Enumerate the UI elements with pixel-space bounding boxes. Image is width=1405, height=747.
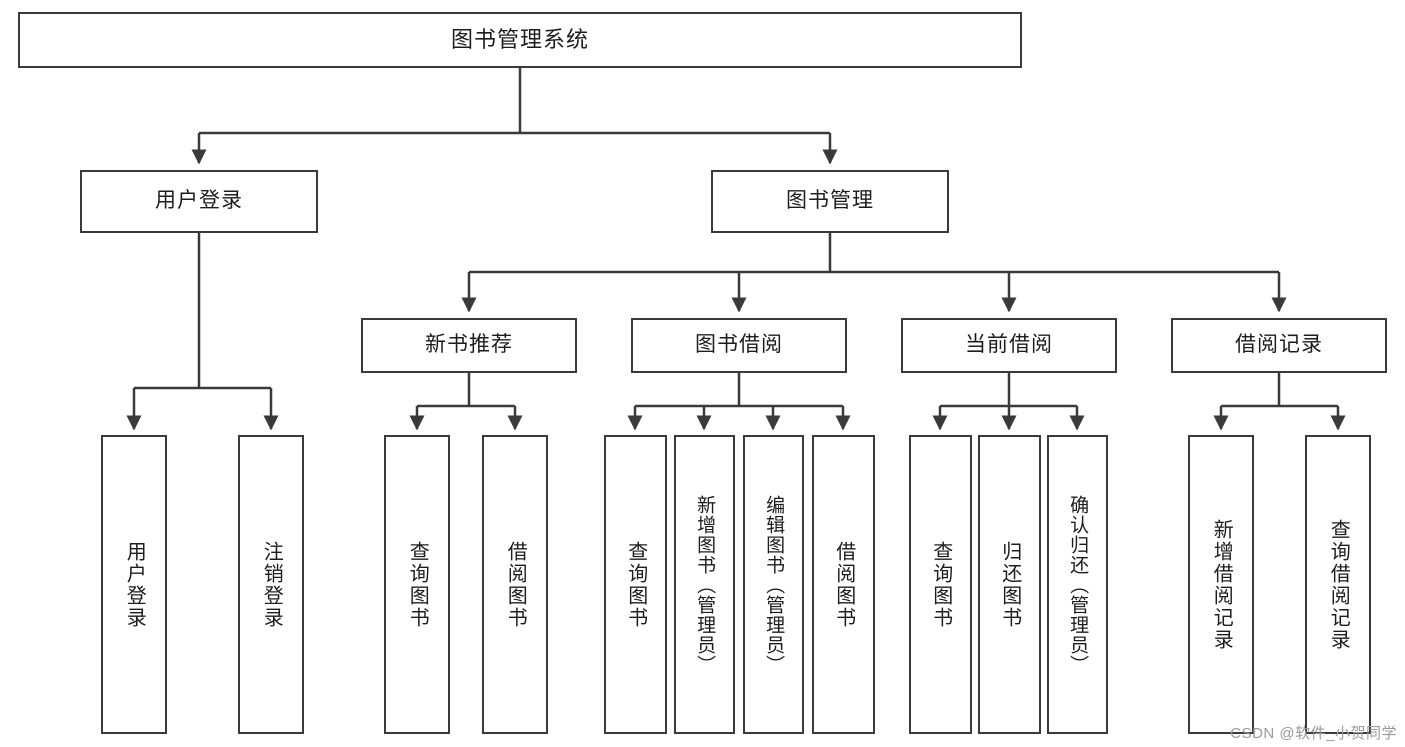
node-leaf-edit-book-admin[interactable]: 编辑图书（管理员） xyxy=(743,435,804,734)
node-borrow-record[interactable]: 借阅记录 xyxy=(1171,318,1387,373)
node-leaf-borrow-book-recommend[interactable]: 借阅图书 xyxy=(482,435,548,734)
node-label: 新增借阅记录 xyxy=(1210,518,1233,651)
node-label: 查询图书 xyxy=(624,540,647,629)
node-current-borrow[interactable]: 当前借阅 xyxy=(901,318,1117,373)
node-leaf-user-login[interactable]: 用户登录 xyxy=(101,435,167,734)
node-leaf-confirm-return-admin[interactable]: 确认归还（管理员） xyxy=(1047,435,1108,734)
node-book-management[interactable]: 图书管理 xyxy=(711,170,949,233)
node-label: 借阅图书 xyxy=(504,540,527,629)
node-label: 图书借阅 xyxy=(695,333,783,357)
node-label: 新增图书（管理员） xyxy=(694,494,716,675)
node-leaf-add-book-admin[interactable]: 新增图书（管理员） xyxy=(674,435,735,734)
node-leaf-query-book-borrow[interactable]: 查询图书 xyxy=(604,435,667,734)
node-label: 注销登录 xyxy=(260,540,283,629)
node-leaf-query-book-current[interactable]: 查询图书 xyxy=(909,435,972,734)
node-user-login[interactable]: 用户登录 xyxy=(80,170,318,233)
node-label: 用户登录 xyxy=(123,540,146,629)
node-leaf-query-book-recommend[interactable]: 查询图书 xyxy=(384,435,450,734)
node-label: 新书推荐 xyxy=(425,333,513,357)
node-root-book-management-system[interactable]: 图书管理系统 xyxy=(18,12,1022,68)
node-label: 查询图书 xyxy=(929,540,952,629)
node-leaf-query-borrow-record[interactable]: 查询借阅记录 xyxy=(1305,435,1371,734)
node-label: 借阅记录 xyxy=(1235,333,1323,357)
csdn-watermark: CSDN @软件_小贺同学 xyxy=(1230,725,1397,742)
node-label: 用户登录 xyxy=(155,189,243,213)
node-label: 确认归还（管理员） xyxy=(1067,494,1089,675)
node-label: 查询图书 xyxy=(406,540,429,629)
node-label: 图书管理系统 xyxy=(450,27,589,53)
node-label: 当前借阅 xyxy=(965,333,1053,357)
node-book-borrow[interactable]: 图书借阅 xyxy=(631,318,847,373)
node-leaf-logout-login[interactable]: 注销登录 xyxy=(238,435,304,734)
node-leaf-add-borrow-record[interactable]: 新增借阅记录 xyxy=(1188,435,1254,734)
node-label: 归还图书 xyxy=(998,540,1021,629)
node-new-book-recommend[interactable]: 新书推荐 xyxy=(361,318,577,373)
node-label: 借阅图书 xyxy=(832,540,855,629)
node-leaf-borrow-book-borrow[interactable]: 借阅图书 xyxy=(812,435,875,734)
node-leaf-return-book[interactable]: 归还图书 xyxy=(978,435,1041,734)
node-label: 编辑图书（管理员） xyxy=(763,494,785,675)
node-label: 图书管理 xyxy=(786,189,874,213)
node-label: 查询借阅记录 xyxy=(1327,518,1350,651)
